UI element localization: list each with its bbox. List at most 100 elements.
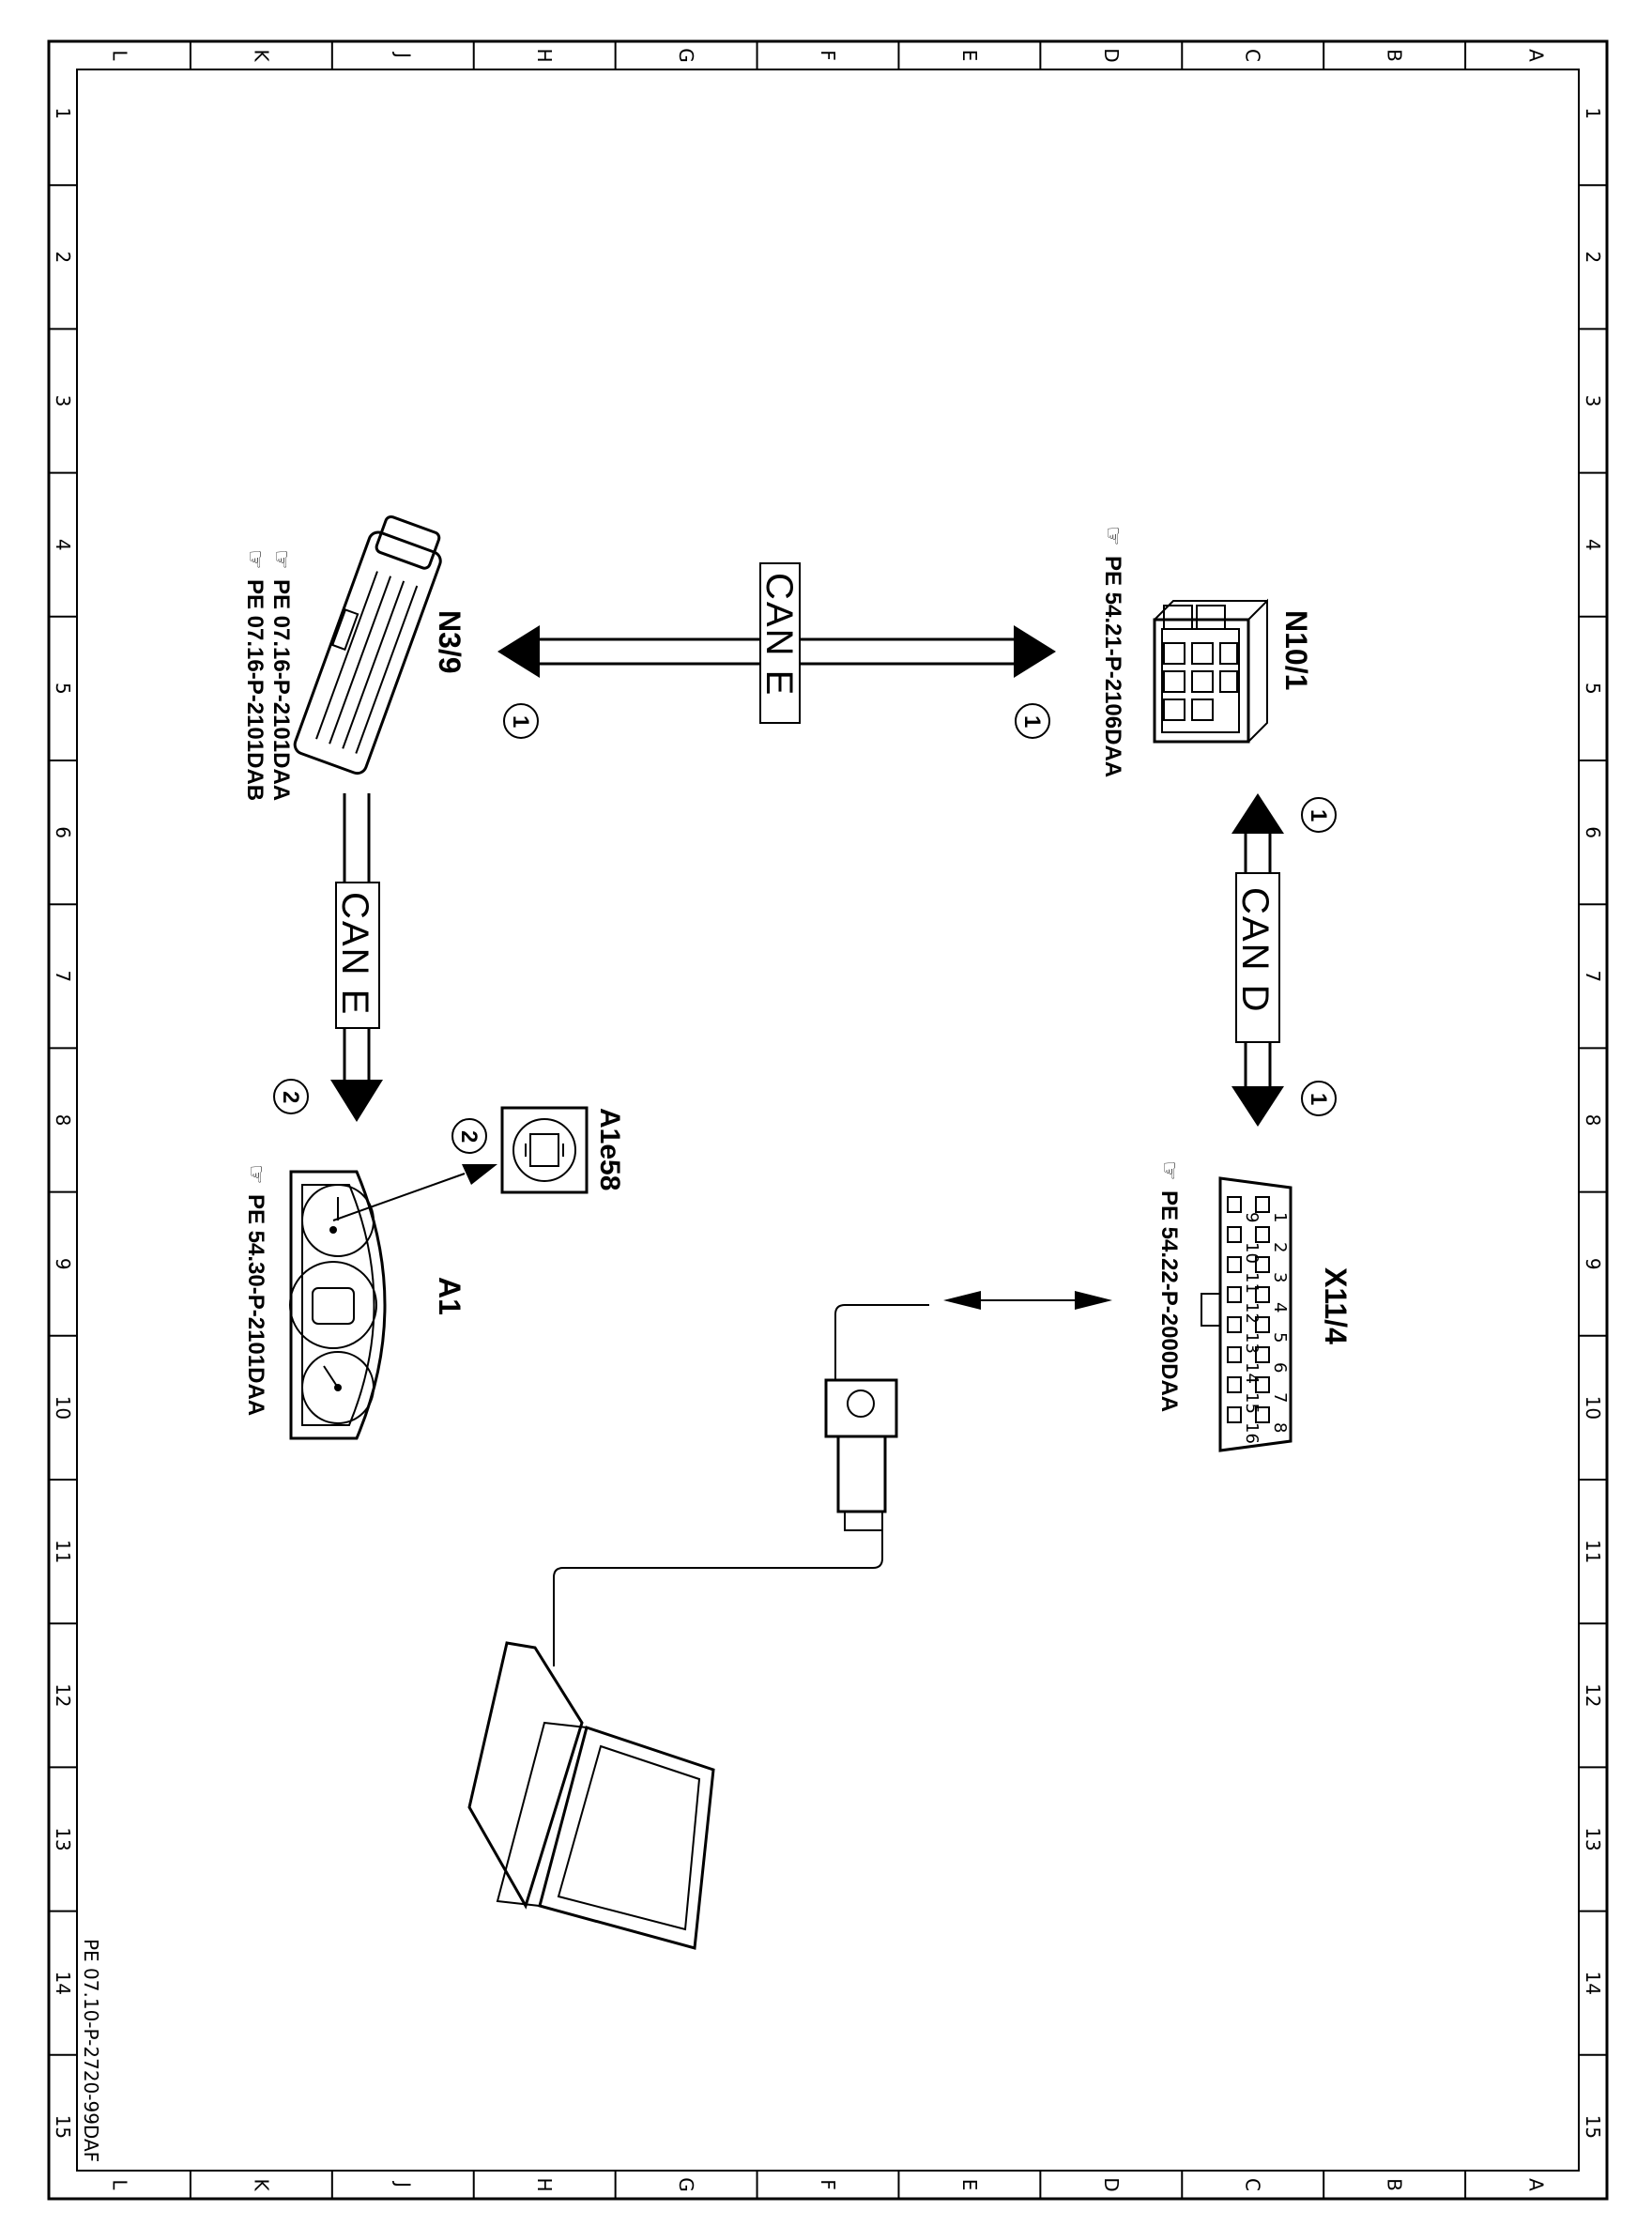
grid-row-label: 8	[52, 1114, 74, 1127]
a1e58-component: A1e58 2	[332, 1106, 625, 1221]
obd-pin-top-label: 2	[1270, 1242, 1290, 1252]
hand-pointer-icon: ☞	[1156, 1160, 1183, 1181]
can-e-bus-side: CAN E 2	[273, 793, 383, 1122]
obd-pin-top-label: 8	[1270, 1422, 1290, 1433]
x11-4-ref: ☞ PE 54.22-P-2000DAA	[1156, 1160, 1183, 1412]
arrow-right-icon	[1014, 625, 1056, 678]
obd-pin-bottom	[1227, 1226, 1242, 1243]
diagnostic-adapter-icon	[824, 1378, 898, 1531]
grid-row-label: 10	[52, 1396, 74, 1420]
n3-9-refs: ☞ PE 07.16-P-2101DAA ☞ PE 07.16-P-2101DA…	[242, 549, 295, 801]
obd-pin-bottom-label: 16	[1242, 1422, 1262, 1444]
x11-4-label: X11/4	[1319, 1267, 1353, 1344]
can-e-top-label: CAN E	[758, 573, 800, 697]
obd-pin-top	[1255, 1256, 1270, 1273]
grid-row-label: 9	[52, 1258, 74, 1270]
arrow-down-icon	[330, 1080, 383, 1122]
x11-4-ref-text: PE 54.22-P-2000DAA	[1156, 1190, 1182, 1412]
hand-pointer-icon: ☞	[242, 549, 268, 570]
grid-col-label: F	[817, 2179, 839, 2190]
obd-pin-top-label: 5	[1270, 1332, 1290, 1343]
grid-ticks	[49, 41, 1607, 2199]
grid-col-label: A	[1525, 2178, 1548, 2191]
grid-row-label: 1	[52, 107, 74, 119]
diagnostic-link	[553, 1291, 1112, 1666]
grid-col-label: C	[1242, 49, 1264, 62]
grid-row-label: 10	[1582, 1396, 1604, 1420]
grid-row-label: 3	[52, 395, 74, 407]
a1-component: A1 ☞ PE 54.30-P-2101DAA	[243, 1164, 467, 1440]
obd-pin-top-label: 4	[1270, 1302, 1290, 1313]
hand-pointer-icon: ☞	[268, 549, 295, 570]
grid-col-label: L	[108, 2179, 130, 2190]
grid-col-label: G	[675, 2177, 697, 2192]
arrow-left-icon	[943, 1291, 981, 1310]
a1-ref: ☞ PE 54.30-P-2101DAA	[243, 1164, 269, 1416]
instrument-cluster-icon	[289, 1170, 387, 1440]
n3-9-ref-text-2: PE 07.16-P-2101DAB	[242, 579, 268, 801]
obd-pin-bottom	[1227, 1196, 1242, 1213]
grid-row-label: 13	[1582, 1827, 1604, 1850]
grid-row-label: 2	[1582, 251, 1604, 263]
grid-row-label: 5	[52, 683, 74, 695]
grid-col-label: H	[533, 2177, 556, 2191]
n10-1-ref: ☞ PE 54.21-P-2106DAA	[1100, 526, 1126, 777]
obd-pin-top	[1255, 1376, 1270, 1393]
grid-col-label: A	[1525, 49, 1548, 62]
grid-col-label: K	[250, 49, 272, 62]
grid-row-label: 14	[52, 1971, 74, 1994]
obd-pin-bottom-label: 11	[1242, 1272, 1262, 1294]
grid-row-label: 7	[52, 970, 74, 982]
arrow-down-icon	[1231, 1086, 1284, 1127]
obd-pin-top	[1255, 1316, 1270, 1333]
can-e-top-marker-left: 1	[508, 715, 533, 728]
grid-col-label: D	[1100, 2177, 1123, 2191]
grid-row-label: 12	[52, 1683, 74, 1707]
can-e-bus-top: CAN E 1 1	[497, 562, 1056, 739]
a1e58-marker: 2	[456, 1130, 482, 1143]
grid-col-label: H	[533, 48, 556, 62]
can-e-side-marker: 2	[278, 1091, 303, 1103]
arrow-right-icon	[462, 1164, 497, 1185]
obd-pin-top	[1255, 1226, 1270, 1243]
obd-pin-bottom	[1227, 1286, 1242, 1303]
grid-col-label: F	[817, 50, 839, 61]
grid-col-label: J	[391, 2180, 414, 2188]
grid-row-label: 14	[1582, 1971, 1604, 1994]
obd-pin-bottom-label: 9	[1242, 1212, 1262, 1222]
grid-row-label: 4	[52, 539, 74, 551]
obd-pin-top-label: 7	[1270, 1392, 1290, 1403]
can-e-side-label: CAN E	[334, 892, 375, 1016]
grid-col-label: E	[958, 2179, 981, 2191]
obd-pin-bottom-label: 12	[1242, 1302, 1262, 1324]
grid-col-label: K	[250, 2178, 272, 2191]
can-e-top-marker-right: 1	[1019, 715, 1045, 728]
n10-1-label: N10/1	[1279, 610, 1313, 690]
hand-pointer-icon: ☞	[243, 1164, 269, 1185]
grid-row-label: 11	[1582, 1540, 1604, 1563]
engine-check-icon	[525, 1133, 564, 1167]
connector-icon	[1153, 598, 1268, 744]
n3-9-label: N3/9	[433, 610, 467, 674]
grid-row-label: 11	[52, 1540, 74, 1563]
arrow-up-icon	[1231, 793, 1284, 834]
n10-1-ref-text: PE 54.21-P-2106DAA	[1100, 556, 1125, 777]
grid-col-label: G	[675, 48, 697, 63]
grid-row-label: 15	[52, 2115, 74, 2139]
a1e58-label: A1e58	[594, 1108, 625, 1190]
n3-9-ref-text-1: PE 07.16-P-2101DAA	[268, 579, 294, 801]
obd-pin-bottom-label: 13	[1242, 1332, 1262, 1354]
grid-row-label: 6	[52, 826, 74, 838]
grid-col-label: D	[1100, 48, 1123, 62]
obd-pin-top	[1255, 1196, 1270, 1213]
arrow-left-icon	[497, 625, 540, 678]
grid-row-label: 3	[1582, 395, 1604, 407]
grid-col-label: B	[1384, 2178, 1406, 2191]
obd-pin-bottom	[1227, 1256, 1242, 1273]
obd-pin-top	[1255, 1346, 1270, 1363]
a1-label: A1	[433, 1277, 467, 1315]
can-d-marker-bottom: 1	[1306, 1093, 1331, 1105]
